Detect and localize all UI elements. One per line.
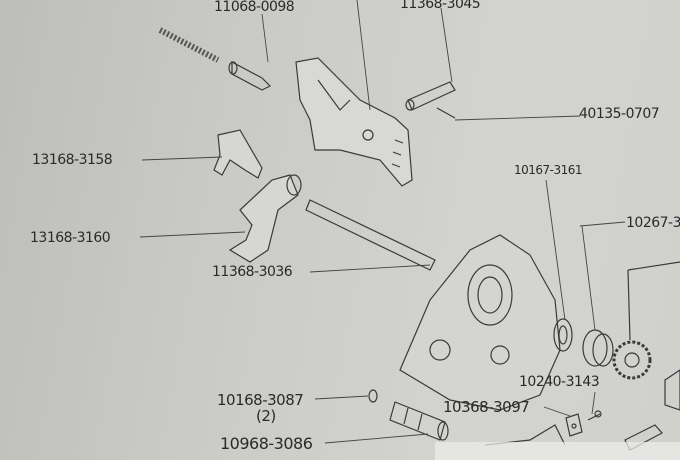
washer-part <box>553 318 573 352</box>
label-10240-3143: 10240-3143 <box>519 374 600 390</box>
label-13168-3160: 13168-3160 <box>30 230 111 246</box>
circlip-part <box>368 389 378 403</box>
label-10968-3086: 10968-3086 <box>220 434 313 453</box>
fork-part-upper <box>213 129 263 179</box>
label-10267-3: 10267-3 <box>626 215 680 231</box>
label-10368-3097: 10368-3097 <box>443 398 530 416</box>
pin-part <box>405 81 456 119</box>
label-13168-3158: 13168-3158 <box>32 152 113 168</box>
label-11368-3045: 11368-3045 <box>400 0 481 12</box>
collar-part <box>582 329 614 367</box>
label-10167-3161: 10167-3161 <box>514 163 583 177</box>
roller-part <box>389 401 449 441</box>
glare-overlay <box>435 442 680 460</box>
selector-plate-part <box>295 57 413 187</box>
spring-part <box>158 27 220 63</box>
label-40135-0707: 40135-0707 <box>579 106 660 122</box>
gear-part <box>612 340 652 380</box>
screw-part <box>587 410 602 421</box>
label-11368-3036: 11368-3036 <box>212 264 293 280</box>
leader-lines <box>139 0 626 444</box>
housing-part <box>399 234 561 411</box>
fork-part-lower <box>228 174 302 263</box>
shaft-part <box>305 199 436 271</box>
label-11068-0098: 11068-0098 <box>214 0 295 15</box>
shaft-right-part <box>627 261 680 411</box>
label-10168-3087: 10168-3087 <box>217 391 304 409</box>
label-quantity-2: (2) <box>256 407 276 425</box>
plunger-part <box>228 61 272 91</box>
cam-plate-part <box>565 413 583 437</box>
